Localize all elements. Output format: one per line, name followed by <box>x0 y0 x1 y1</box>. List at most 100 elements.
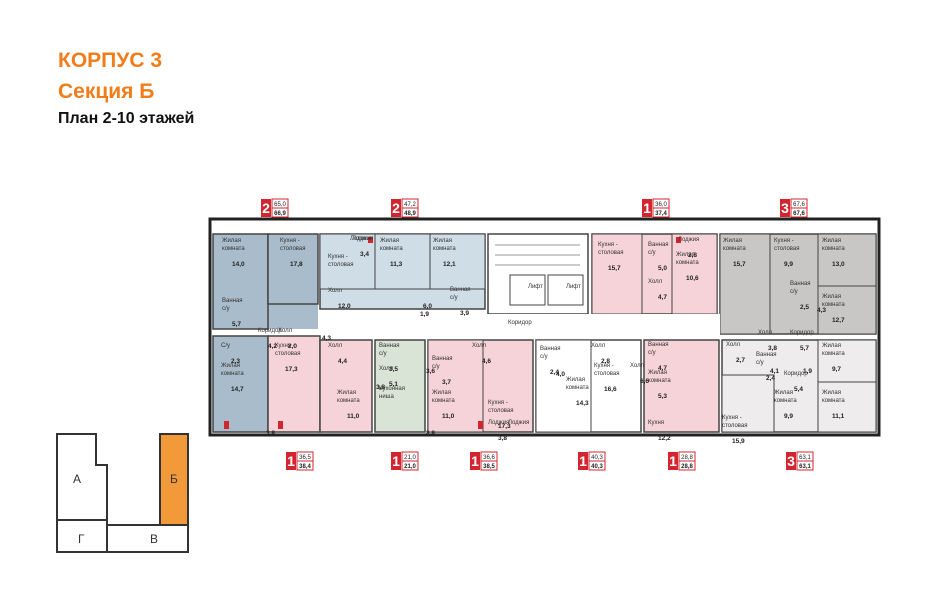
room-name: комната <box>648 378 671 384</box>
room-name: комната <box>566 385 589 391</box>
badge-area-living: 67,6 <box>793 202 805 208</box>
room-area: 3,9 <box>460 310 469 317</box>
apartment-bottom-5[interactable] <box>535 339 642 433</box>
room-name: Жилая <box>774 390 793 396</box>
room-name: Лоджия <box>350 236 371 242</box>
room-name: Холл <box>630 363 645 369</box>
room-name: комната <box>723 246 746 252</box>
room-area: 11,0 <box>347 413 360 420</box>
site-section-v[interactable]: В <box>150 532 158 546</box>
room-label: Холл 6,6 <box>630 363 649 385</box>
room-name: С/у <box>221 343 230 349</box>
room-name: комната <box>337 398 360 404</box>
room-area: 6,6 <box>640 378 649 385</box>
site-plan: А Б Г В <box>56 433 189 553</box>
apartment-bottom-7[interactable] <box>721 339 877 433</box>
room-name: комната <box>774 398 797 404</box>
room-name: Ванная <box>648 242 669 248</box>
site-section-a[interactable]: А <box>73 472 81 486</box>
apartment-top-3[interactable] <box>591 233 718 315</box>
room-name: столовая <box>594 371 620 377</box>
room-area: 5,7 <box>800 345 809 352</box>
badge-rooms: 3 <box>787 453 795 469</box>
room-name: столовая <box>280 246 306 252</box>
room-area: 3,7 <box>442 379 451 386</box>
badge-rooms: 1 <box>392 453 400 469</box>
badge-area-living: 36,6 <box>483 455 495 461</box>
room-name: Ванная <box>540 346 561 352</box>
room-name: комната <box>822 246 845 252</box>
badge-rooms: 1 <box>643 200 651 216</box>
badge-rooms-bg <box>261 199 271 217</box>
room-name: Кухня - <box>594 363 614 369</box>
room-name: с/у <box>432 364 440 370</box>
site-section-b[interactable]: Б <box>170 472 178 486</box>
apartment-bottom-1[interactable] <box>212 335 321 433</box>
apartment-bottom-4[interactable] <box>427 339 534 433</box>
badge-rooms-bg <box>786 452 796 470</box>
room-area: 4,7 <box>658 365 667 372</box>
apartment-top-4[interactable] <box>719 233 877 335</box>
building-title: КОРПУС 3 <box>58 49 162 72</box>
room-area: 12,2 <box>658 435 671 442</box>
room-label: 4,1 <box>770 368 779 375</box>
room-name: столовая <box>328 262 354 268</box>
badge-area-living: 36,5 <box>299 455 311 461</box>
room-label: 1,9 <box>803 368 812 375</box>
room-name: комната <box>432 398 455 404</box>
room-area: 11,3 <box>390 261 403 268</box>
apartment-bottom-6[interactable] <box>643 339 720 433</box>
room-area: 4,2 <box>268 343 277 350</box>
apartment-top-2[interactable] <box>319 233 486 310</box>
room-name: Коридор <box>508 320 532 326</box>
apartment-top-1[interactable] <box>212 233 319 330</box>
room-name: Жилая <box>380 238 399 244</box>
room-area: 2,8 <box>601 358 610 365</box>
room-name: Ванная <box>379 343 400 349</box>
room-name: Жилая <box>822 390 841 396</box>
room-name: Жилая <box>221 363 240 369</box>
room-area: 15,7 <box>608 265 621 272</box>
room-name: Ванная <box>790 281 811 287</box>
apartment-bottom-2[interactable] <box>319 339 373 433</box>
room-area: 16,6 <box>604 386 617 393</box>
room-area: 4,1 <box>770 368 779 375</box>
room-name: Ванная <box>222 298 243 304</box>
badge-area-total: 38,5 <box>483 464 495 470</box>
apartment-bottom-3[interactable] <box>374 339 426 433</box>
room-name: Ванная <box>450 287 471 293</box>
room-area: 8,8 <box>426 430 435 437</box>
badge-area-total: 63,1 <box>799 464 811 470</box>
room-area: 17,3 <box>285 366 298 373</box>
room-name: Жилая <box>222 238 241 244</box>
site-section-g[interactable]: Г <box>78 532 85 546</box>
room-area: 10,6 <box>686 275 699 282</box>
room-label: 4,3 <box>817 307 826 314</box>
